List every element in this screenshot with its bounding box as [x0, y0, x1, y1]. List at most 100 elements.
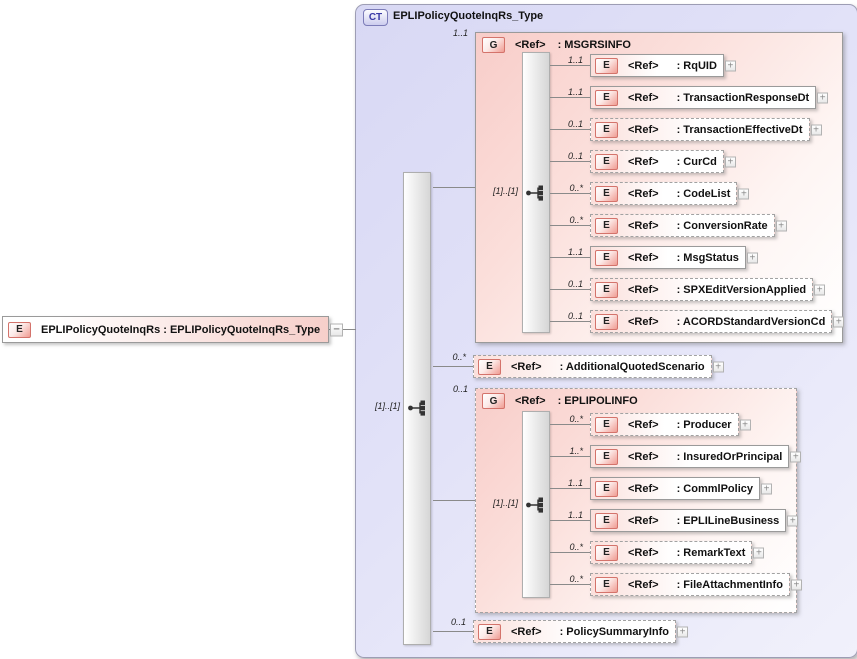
expand-icon[interactable]: +	[790, 451, 802, 462]
element-box-transactionresponsedt[interactable]: E <Ref> : TransactionResponseDt +	[590, 86, 829, 109]
ref-label: <Ref>	[628, 251, 659, 264]
cardinality-label-rquid: 1..1	[567, 55, 583, 65]
element-icon: E	[595, 57, 618, 74]
element-box-producer[interactable]: E <Ref> : Producer +	[590, 413, 751, 436]
sequence-cardinality-eplipolinfo: [1]..[1]	[492, 498, 518, 508]
element-icon: E	[478, 623, 501, 640]
element-box-msgstatus[interactable]: E <Ref> : MsgStatus +	[590, 246, 758, 269]
element-box-policysummaryinfo[interactable]: E <Ref> : PolicySummaryInfo +	[473, 620, 688, 643]
ref-label: <Ref>	[515, 395, 546, 407]
ref-label: <Ref>	[628, 418, 659, 431]
element-name: : InsuredOrPrincipal	[676, 450, 783, 463]
connector-line	[550, 520, 590, 521]
element-name: : MsgStatus	[676, 251, 739, 264]
group-header: G <Ref> : MSGRSINFO	[482, 37, 631, 53]
root-element-label: EPLIPolicyQuoteInqRs : EPLIPolicyQuoteIn…	[41, 323, 321, 336]
cardinality-label-codelist: 0..*	[569, 183, 583, 193]
expand-icon[interactable]: +	[738, 188, 750, 199]
element-icon: E	[595, 544, 618, 561]
element-box-additionalquotedscenario[interactable]: E <Ref> : AdditionalQuotedScenario +	[473, 355, 724, 378]
expand-icon[interactable]: +	[790, 579, 802, 590]
element-name: : FileAttachmentInfo	[676, 578, 783, 591]
element-icon: E	[595, 217, 618, 234]
cardinality-label-curcd: 0..1	[567, 151, 583, 161]
expand-icon[interactable]: +	[833, 316, 845, 327]
expand-icon[interactable]: +	[775, 220, 787, 231]
element-name: : RemarkText	[676, 546, 746, 559]
element-box-codelist[interactable]: E <Ref> : CodeList +	[590, 182, 750, 205]
element-icon: E	[478, 358, 501, 375]
connector-line	[550, 161, 590, 162]
element-icon: E	[8, 321, 31, 338]
element-box-curcd[interactable]: E <Ref> : CurCd +	[590, 150, 736, 173]
expand-icon[interactable]: +	[724, 60, 736, 71]
cardinality-label-conversionrate: 0..*	[569, 215, 583, 225]
sequence-compositor-icon	[526, 185, 543, 201]
element-icon: E	[595, 121, 618, 138]
root-element-box[interactable]: E EPLIPolicyQuoteInqRs : EPLIPolicyQuote…	[2, 316, 344, 343]
sequence-bar-main	[403, 172, 431, 645]
element-box-eplilinebusiness[interactable]: E <Ref> : EPLILineBusiness +	[590, 509, 799, 532]
cardinality-label-msgstatus: 1..1	[567, 247, 583, 257]
element-name: : ConversionRate	[676, 219, 768, 232]
expand-icon[interactable]: +	[753, 547, 765, 558]
ref-label: <Ref>	[515, 39, 546, 51]
element-icon: E	[595, 448, 618, 465]
element-box-insuredorprincipal[interactable]: E <Ref> : InsuredOrPrincipal +	[590, 445, 802, 468]
element-box-transactioneffectivedt[interactable]: E <Ref> : TransactionEffectiveDt +	[590, 118, 822, 141]
expand-icon[interactable]: +	[712, 361, 724, 372]
element-icon: E	[595, 416, 618, 433]
expand-icon[interactable]: +	[760, 483, 772, 494]
ref-label: <Ref>	[628, 482, 659, 495]
cardinality-label-fileattachmentinfo: 0..*	[569, 574, 583, 584]
group-header: G <Ref> : EPLIPOLINFO	[482, 393, 638, 409]
expand-icon[interactable]: +	[677, 626, 688, 637]
element-box-commlpolicy[interactable]: E <Ref> : CommlPolicy +	[590, 477, 772, 500]
element-icon: E	[595, 281, 618, 298]
connector-line	[550, 424, 590, 425]
element-box-remarktext[interactable]: E <Ref> : RemarkText +	[590, 541, 765, 564]
group-name: : EPLIPOLINFO	[557, 395, 638, 407]
element-box-acordstandardversioncd[interactable]: E <Ref> : ACORDStandardVersionCd +	[590, 310, 845, 333]
element-icon: E	[595, 576, 618, 593]
cardinality-label-remarktext: 0..*	[569, 542, 583, 552]
element-box-rquid[interactable]: E <Ref> : RqUID +	[590, 54, 736, 77]
ref-label: <Ref>	[628, 91, 659, 104]
expand-icon[interactable]: +	[739, 419, 751, 430]
expand-icon[interactable]: +	[817, 92, 829, 103]
element-box-conversionrate[interactable]: E <Ref> : ConversionRate +	[590, 214, 787, 237]
cardinality-label-eplilinebusiness: 1..1	[567, 510, 583, 520]
cardinality-label-spxeditversionapplied: 0..1	[567, 279, 583, 289]
cardinality-label-eplipolinfo: 0..1	[452, 384, 468, 394]
element-name: : CodeList	[676, 187, 731, 200]
sequence-compositor-icon	[408, 400, 425, 416]
collapse-icon[interactable]: −	[330, 323, 344, 336]
element-name: : CurCd	[676, 155, 717, 168]
ref-label: <Ref>	[628, 59, 659, 72]
expand-icon[interactable]: +	[814, 284, 826, 295]
connector-line	[550, 257, 590, 258]
element-box-spxeditversionapplied[interactable]: E <Ref> : SPXEditVersionApplied +	[590, 278, 826, 301]
expand-icon[interactable]: +	[746, 252, 758, 263]
cardinality-label-acordstandardversioncd: 0..1	[567, 311, 583, 321]
connector-line	[550, 65, 590, 66]
expand-icon[interactable]: +	[787, 515, 799, 526]
expand-icon[interactable]: +	[724, 156, 736, 167]
element-name: : CommlPolicy	[676, 482, 753, 495]
ref-label: <Ref>	[628, 187, 659, 200]
element-name: : AdditionalQuotedScenario	[559, 360, 705, 373]
connector-line	[550, 97, 590, 98]
ref-label: <Ref>	[628, 283, 659, 296]
sequence-cardinality-msgrsinfo: [1]..[1]	[492, 186, 518, 196]
connector-line	[550, 321, 590, 322]
element-name: : ACORDStandardVersionCd	[676, 315, 826, 328]
ref-label: <Ref>	[628, 546, 659, 559]
expand-icon[interactable]: +	[810, 124, 822, 135]
element-name: : EPLILineBusiness	[676, 514, 780, 527]
sequence-compositor-icon	[526, 497, 543, 513]
cardinality-label-transactionresponsedt: 1..1	[567, 87, 583, 97]
element-icon: E	[595, 185, 618, 202]
group-name: : MSGRSINFO	[557, 39, 631, 51]
element-box-fileattachmentinfo[interactable]: E <Ref> : FileAttachmentInfo +	[590, 573, 802, 596]
